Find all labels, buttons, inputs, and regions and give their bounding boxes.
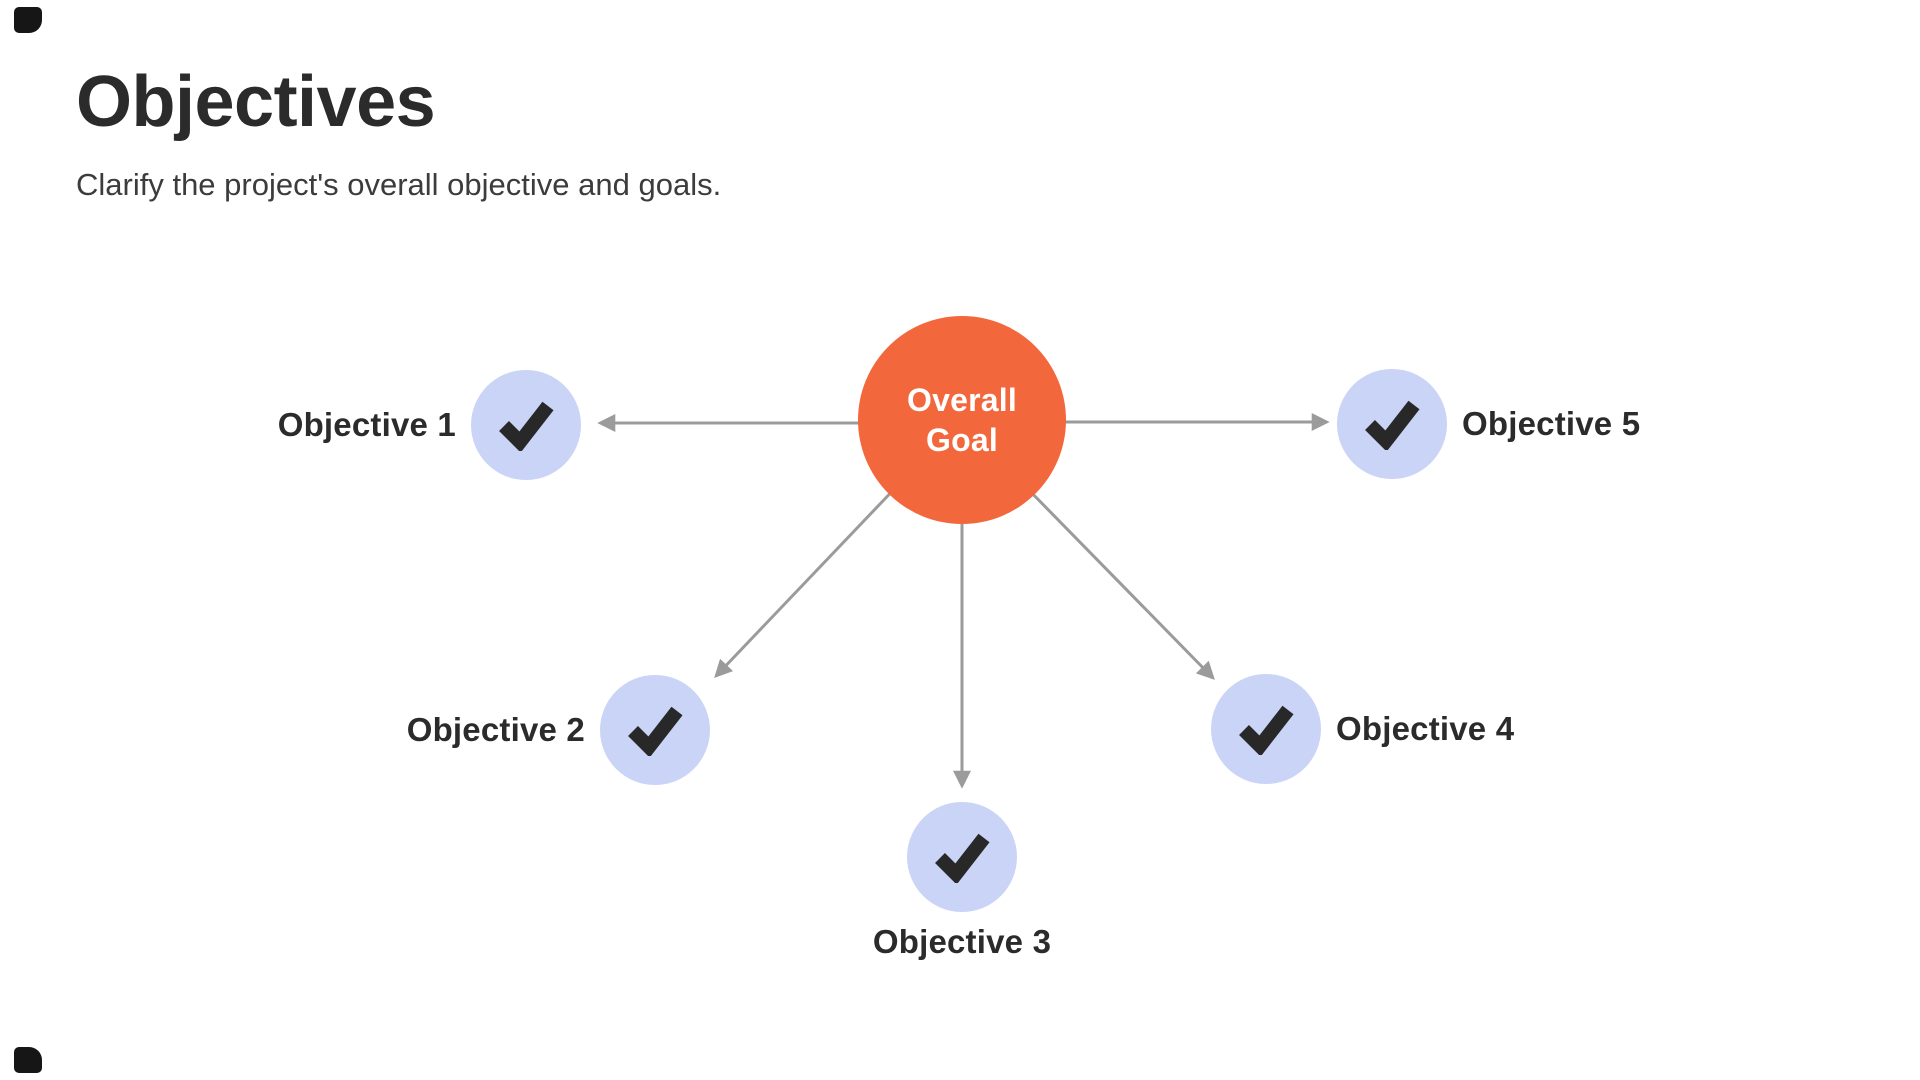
slide-header: Objectives Clarify the project's overall… <box>76 59 721 207</box>
objective-label: Objective 3 <box>872 923 1052 960</box>
objective-check-circle <box>907 802 1017 912</box>
objective-check-circle <box>600 675 710 785</box>
arrow-to-objective-4 <box>1020 481 1215 680</box>
objective-node-2: Objective 2 <box>407 675 710 785</box>
checkmark-icon <box>1239 705 1294 755</box>
page-title: Objectives <box>76 62 436 142</box>
objective-node-3: Objective 3 <box>812 802 1112 962</box>
objective-label: Objective 4 <box>1336 710 1515 748</box>
objective-node-5: Objective 5 <box>1337 369 1640 479</box>
arrow-to-objective-2 <box>714 481 902 678</box>
objective-check-circle <box>1337 369 1447 479</box>
checkmark-icon <box>1365 400 1420 450</box>
objective-label: Objective 2 <box>406 711 585 749</box>
objective-check-circle <box>1211 674 1321 784</box>
overall-goal-node: Overall Goal <box>858 316 1066 524</box>
checkmark-icon <box>628 706 683 756</box>
objective-label: Objective 5 <box>1462 405 1641 443</box>
page-subtitle: Clarify the project's overall objective … <box>76 167 722 203</box>
objective-label: Objective 1 <box>277 406 456 444</box>
objective-node-4: Objective 4 <box>1211 674 1514 784</box>
objective-node-1: Objective 1 <box>278 370 581 480</box>
checkmark-icon <box>499 401 554 451</box>
corner-mark-bottom-left <box>14 1047 42 1073</box>
checkmark-icon <box>935 833 990 883</box>
objective-check-circle <box>471 370 581 480</box>
corner-mark-top-left <box>14 7 42 33</box>
overall-goal-label: Overall Goal <box>907 382 1017 458</box>
